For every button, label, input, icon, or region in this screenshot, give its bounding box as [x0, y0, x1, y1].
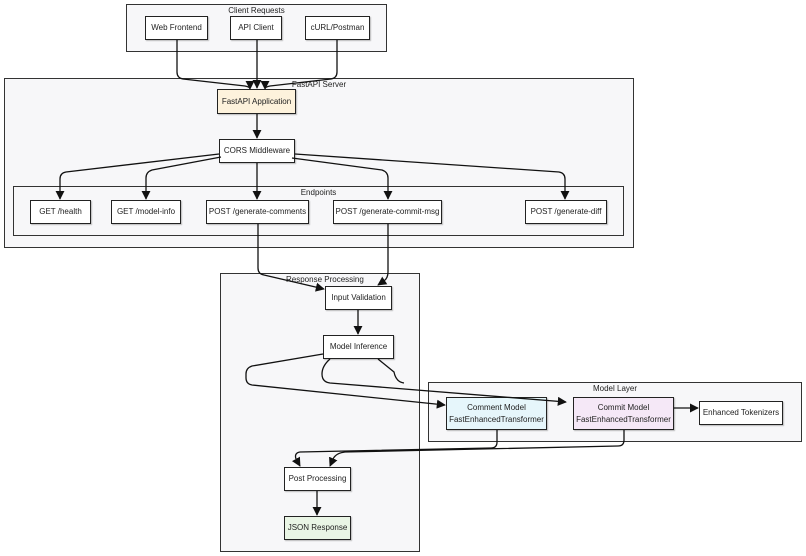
post-generate-diff-label: POST /generate-diff [530, 207, 602, 216]
post-generate-comments-label: POST /generate-comments [208, 207, 307, 216]
get-model-info-label: GET /model-info [116, 207, 176, 216]
commit-model-label-line1: Commit Model [597, 402, 650, 412]
client-requests-title: Client Requests [228, 6, 285, 15]
enhanced-tokenizers-label: Enhanced Tokenizers [702, 408, 780, 417]
cors-middleware-node: CORS Middleware [219, 139, 295, 163]
get-health-label: GET /health [39, 207, 82, 216]
comment-model-node: Comment Model FastEnhancedTransformer [446, 397, 547, 430]
get-health-node: GET /health [30, 200, 91, 224]
web-frontend-label: Web Frontend [151, 23, 202, 32]
input-validation-label: Input Validation [331, 293, 386, 302]
web-frontend-node: Web Frontend [145, 16, 208, 40]
post-processing-label: Post Processing [288, 474, 347, 483]
cors-middleware-label: CORS Middleware [223, 146, 291, 155]
post-processing-node: Post Processing [284, 467, 351, 491]
curl-postman-label: cURL/Postman [310, 23, 365, 32]
commit-model-label-line2: FastEnhancedTransformer [576, 414, 671, 424]
post-generate-diff-node: POST /generate-diff [525, 200, 607, 224]
comment-model-label-line1: Comment Model [467, 402, 526, 412]
post-generate-commit-msg-label: POST /generate-commit-msg [335, 207, 440, 216]
json-response-node: JSON Response [284, 516, 351, 540]
get-model-info-node: GET /model-info [111, 200, 181, 224]
json-response-label: JSON Response [287, 523, 348, 532]
post-generate-comments-node: POST /generate-comments [206, 200, 309, 224]
fastapi-application-label: FastAPI Application [221, 96, 292, 106]
model-layer-title: Model Layer [592, 384, 638, 393]
api-client-label: API Client [238, 23, 274, 32]
enhanced-tokenizers-node: Enhanced Tokenizers [699, 401, 783, 425]
response-processing-cluster: Response Processing [220, 273, 420, 552]
curl-postman-node: cURL/Postman [305, 16, 370, 40]
model-inference-node: Model Inference [323, 335, 394, 359]
endpoints-title: Endpoints [300, 188, 337, 197]
fastapi-server-title: FastAPI Server [291, 80, 347, 89]
api-client-node: API Client [230, 16, 282, 40]
model-inference-label: Model Inference [329, 342, 388, 351]
post-generate-commit-msg-node: POST /generate-commit-msg [333, 200, 442, 224]
commit-model-node: Commit Model FastEnhancedTransformer [573, 397, 674, 430]
fastapi-application-node: FastAPI Application [217, 89, 296, 114]
comment-model-label-line2: FastEnhancedTransformer [449, 414, 544, 424]
response-processing-title: Response Processing [286, 275, 364, 284]
input-validation-node: Input Validation [325, 286, 392, 310]
